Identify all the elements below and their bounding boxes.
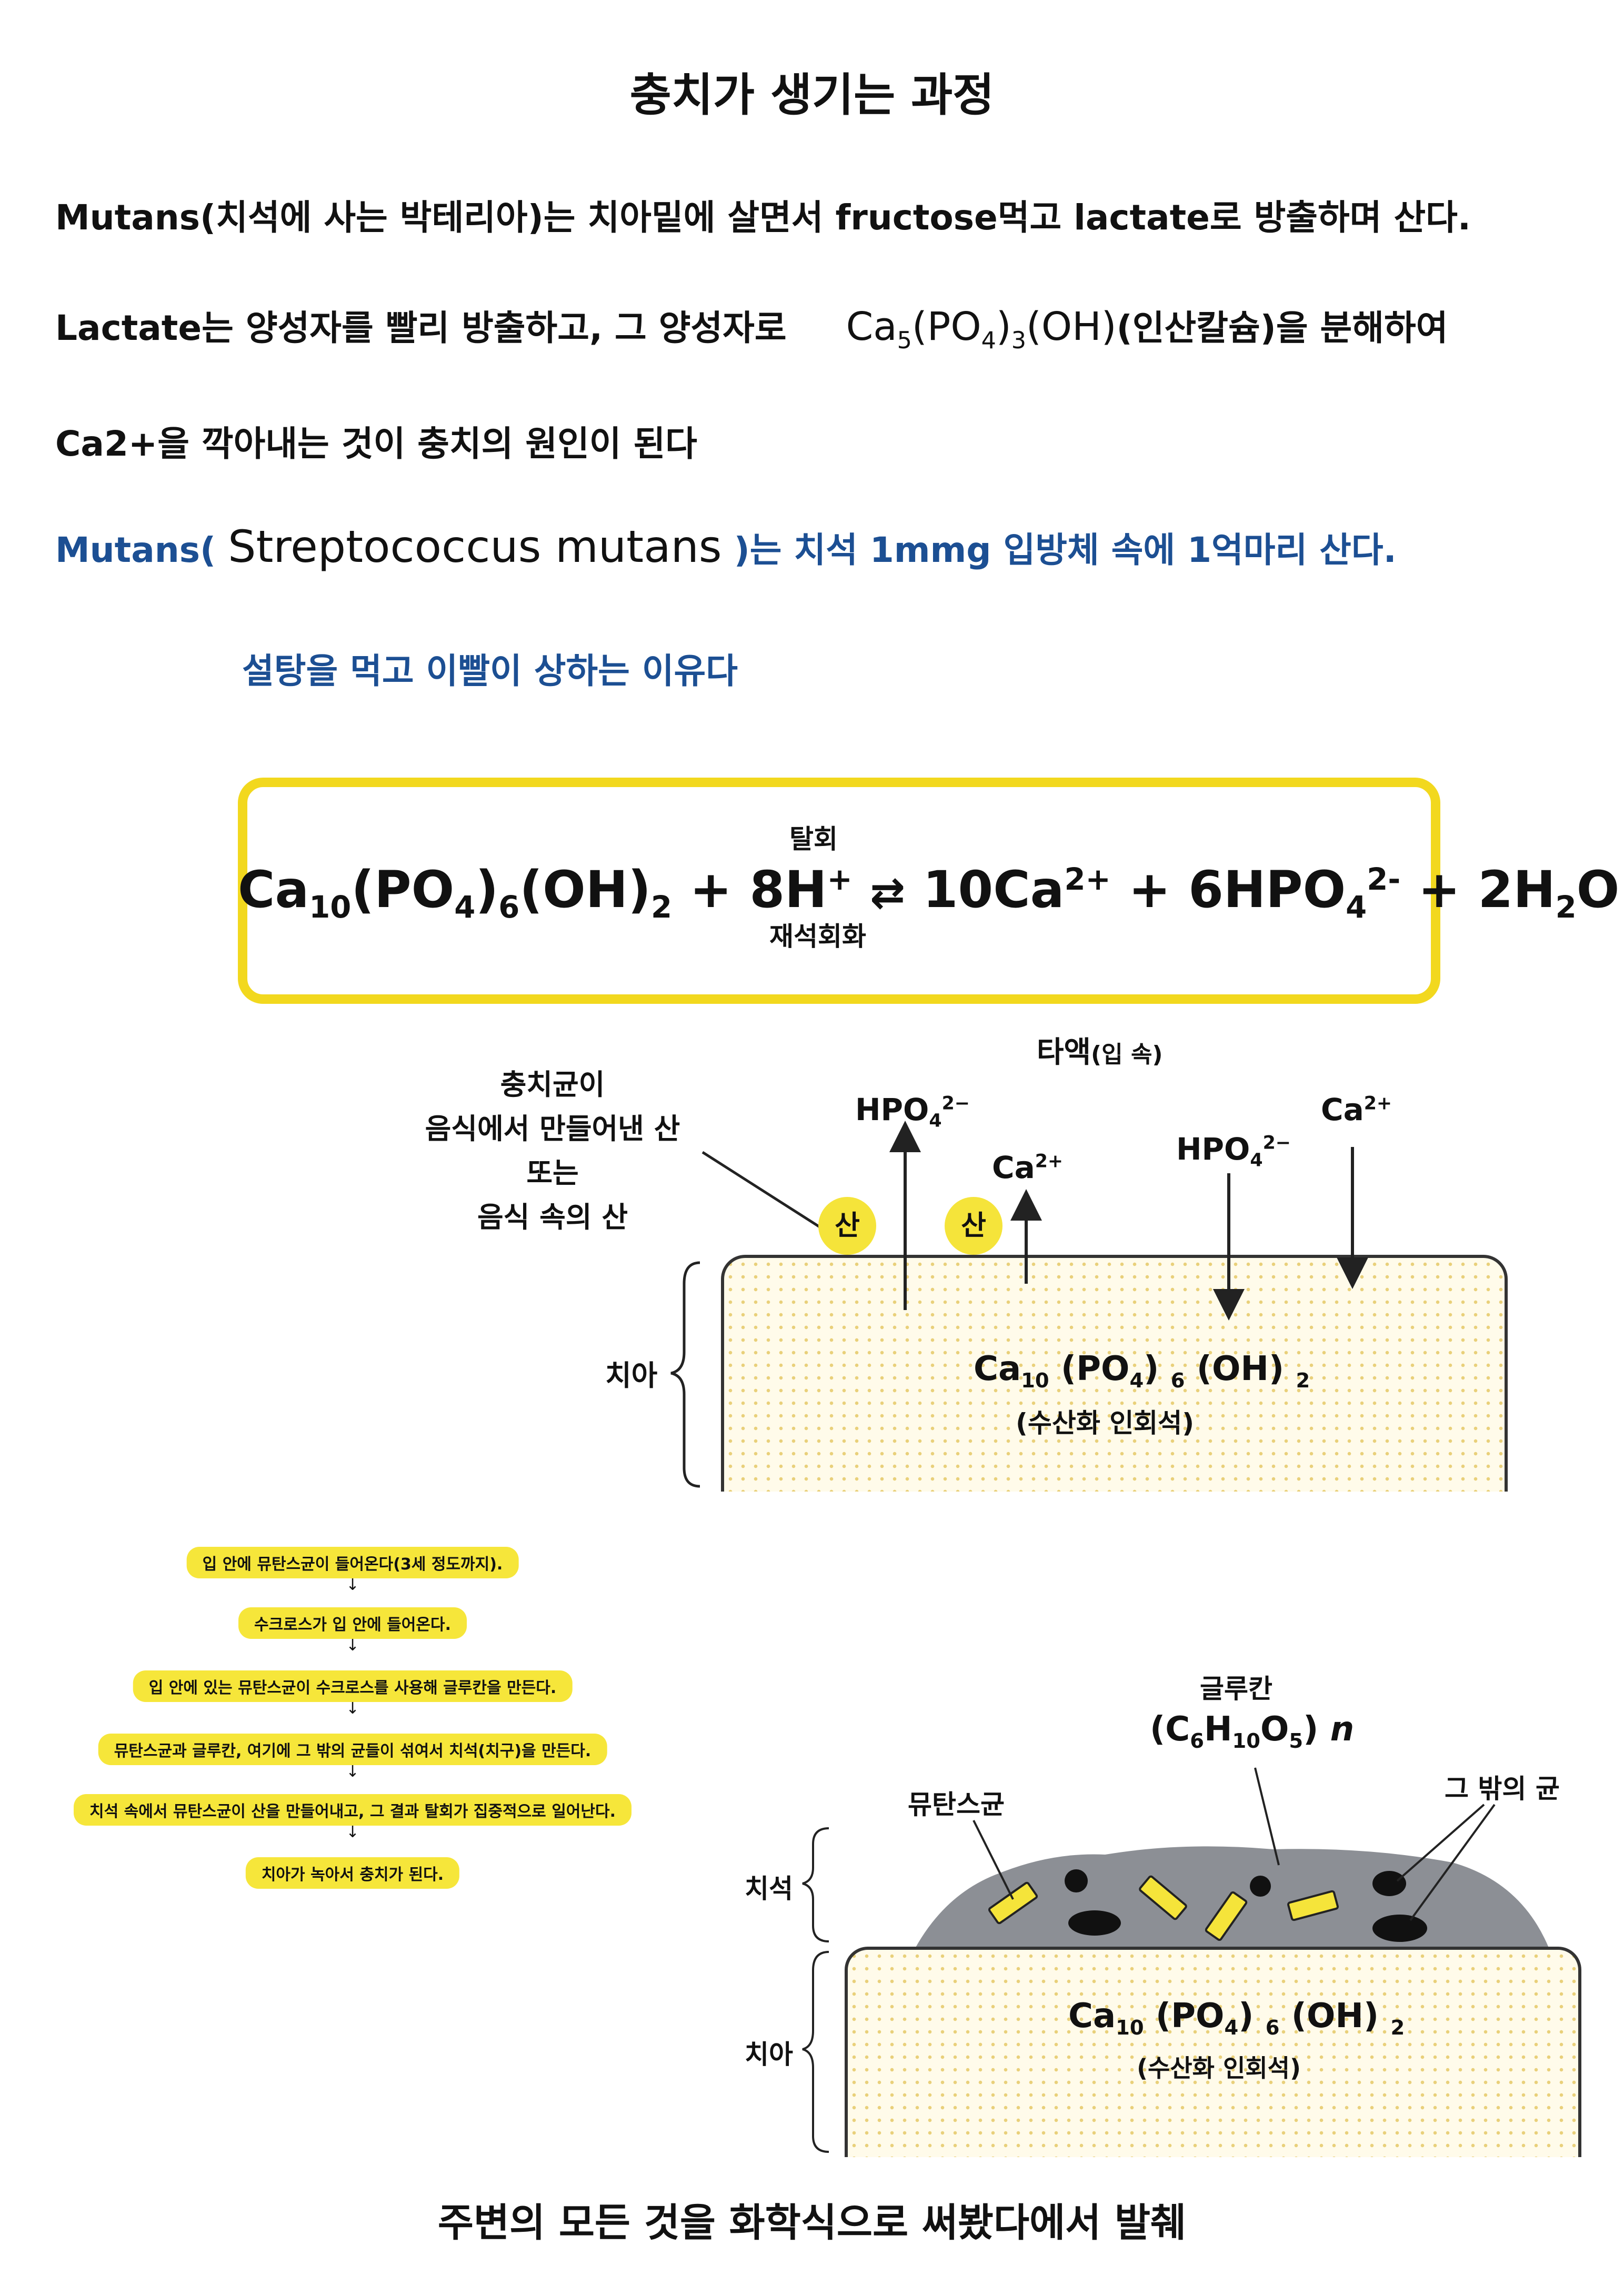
glucan-label: 글루칸	[1200, 1674, 1272, 1704]
plaque-brace	[802, 1827, 829, 1942]
plaque-label: 치석	[745, 1874, 793, 1904]
flow-step: 뮤탄스균과 글루칸, 여기에 그 밖의 균들이 섞여서 치석(치구)을 만든다.	[98, 1734, 607, 1765]
pointer-line	[973, 1820, 1014, 1900]
other-bacterium	[1065, 1869, 1088, 1892]
species-name: Streptococcus mutans	[228, 521, 722, 572]
pointer-line	[1254, 1767, 1280, 1866]
tooth-brace	[670, 1261, 700, 1488]
hydroxyapatite-name: (수산화 인회석)	[1137, 2054, 1301, 2082]
hpo4-label: HPO42−	[1176, 1131, 1291, 1171]
paragraph-line-4-post: )는 치석 1mmg 입방체 속에 1억마리 산다.	[734, 530, 1397, 570]
paragraph-line-2-post: (인산칼슘)을 분해하여	[1116, 308, 1448, 348]
paragraph-line-1: Mutans(치석에 사는 박테리아)는 치아밑에 살면서 fructose먹고…	[55, 197, 1471, 238]
acid-source-line: 충치균이	[500, 1068, 605, 1101]
flow-arrow: ↓	[346, 1763, 359, 1781]
paragraph-line-5: 설탕을 먹고 이빨이 상하는 이유다	[242, 651, 738, 691]
other-bacterium	[1372, 1915, 1427, 1942]
other-bacterium	[1250, 1876, 1271, 1897]
acid-source-line: 음식에서 만들어낸 산	[425, 1112, 680, 1145]
ca-label: Ca2+	[1321, 1092, 1392, 1127]
paragraph-line-4-pre: Mutans(	[55, 530, 216, 570]
acid-badge: 산	[945, 1197, 1003, 1255]
other-bacteria-label: 그 밖의 균	[1445, 1774, 1560, 1804]
tooth-label: 치아	[745, 2039, 793, 2070]
acid-badge: 산	[818, 1197, 876, 1255]
saliva-sub: (입 속)	[1091, 1041, 1163, 1068]
paragraph-line-3: Ca2+을 깍아내는 것이 충치의 원인이 된다	[55, 424, 697, 464]
source-caption: 주변의 모든 것을 화학식으로 써봤다에서 발췌	[437, 2200, 1187, 2245]
hydroxyapatite-formula: Ca10 (PO4) 6 (OH) 2	[974, 1350, 1310, 1393]
mutans-bacterium	[1205, 1891, 1248, 1941]
page-title: 충치가 생기는 과정	[629, 69, 995, 122]
paragraph-line-4: Mutans( Streptococcus mutans )는 치석 1mmg …	[55, 521, 1397, 572]
flow-step: 수크로스가 입 안에 들어온다.	[238, 1607, 467, 1639]
tooth-label: 치아	[605, 1359, 658, 1392]
pointer-line	[701, 1151, 827, 1233]
flow-step: 입 안에 뮤탄스균이 들어온다(3세 정도까지).	[186, 1547, 519, 1578]
hydroxyapatite-formula: Ca10 (PO4) 6 (OH) 2	[1068, 1997, 1405, 2040]
other-bacterium	[1068, 1910, 1121, 1936]
tooth-block	[721, 1255, 1508, 1492]
acid-source-line: 음식 속의 산	[477, 1201, 628, 1234]
glucan-formula: (C6H10O5) n	[1150, 1710, 1355, 1753]
equation-box	[238, 778, 1440, 1004]
acid-source-label: 충치균이 음식에서 만들어낸 산 또는 음식 속의 산	[405, 1063, 700, 1240]
calcium-phosphate-formula: Ca5(PO4)3(OH)	[846, 304, 1117, 354]
paragraph-line-2-pre: Lactate는 양성자를 빨리 방출하고, 그 양성자로	[55, 308, 787, 348]
flow-step: 치석 속에서 뮤탄스균이 산을 만들어내고, 그 결과 탈회가 집중적으로 일어…	[74, 1794, 631, 1826]
paragraph-line-2: Lactate는 양성자를 빨리 방출하고, 그 양성자로 Ca5(PO4)3(…	[55, 300, 1448, 354]
equation-bottom-label: 재석회화	[769, 921, 866, 952]
hpo4-label: HPO42−	[855, 1092, 970, 1132]
flow-step: 입 안에 있는 뮤탄스균이 수크로스를 사용해 글루칸을 만든다.	[133, 1670, 573, 1702]
other-bacterium	[1372, 1871, 1406, 1896]
saliva-title: 타액	[1037, 1035, 1091, 1070]
pointer-line	[1396, 1804, 1485, 1882]
pointer-line	[1409, 1804, 1496, 1921]
saliva-label: 타액(입 속)	[1037, 1029, 1163, 1071]
flow-arrow: ↓	[346, 1699, 359, 1718]
mutans-label: 뮤탄스균	[908, 1789, 1005, 1820]
mutans-bacterium	[1139, 1875, 1187, 1920]
equation-top-label: 탈회	[789, 824, 838, 854]
flow-arrow: ↓	[346, 1636, 359, 1655]
flow-arrow: ↓	[346, 1576, 359, 1594]
flow-arrow: ↓	[346, 1823, 359, 1841]
hydroxyapatite-name: (수산화 인회석)	[1016, 1408, 1195, 1438]
mutans-bacterium	[988, 1881, 1038, 1925]
tooth-brace	[802, 1951, 829, 2153]
flow-step: 치아가 녹아서 충치가 된다.	[245, 1857, 460, 1889]
mutans-bacterium	[1287, 1890, 1339, 1921]
tooth-block	[845, 1947, 1581, 2157]
acid-source-line: 또는	[526, 1156, 579, 1190]
ca-label: Ca2+	[992, 1150, 1064, 1185]
